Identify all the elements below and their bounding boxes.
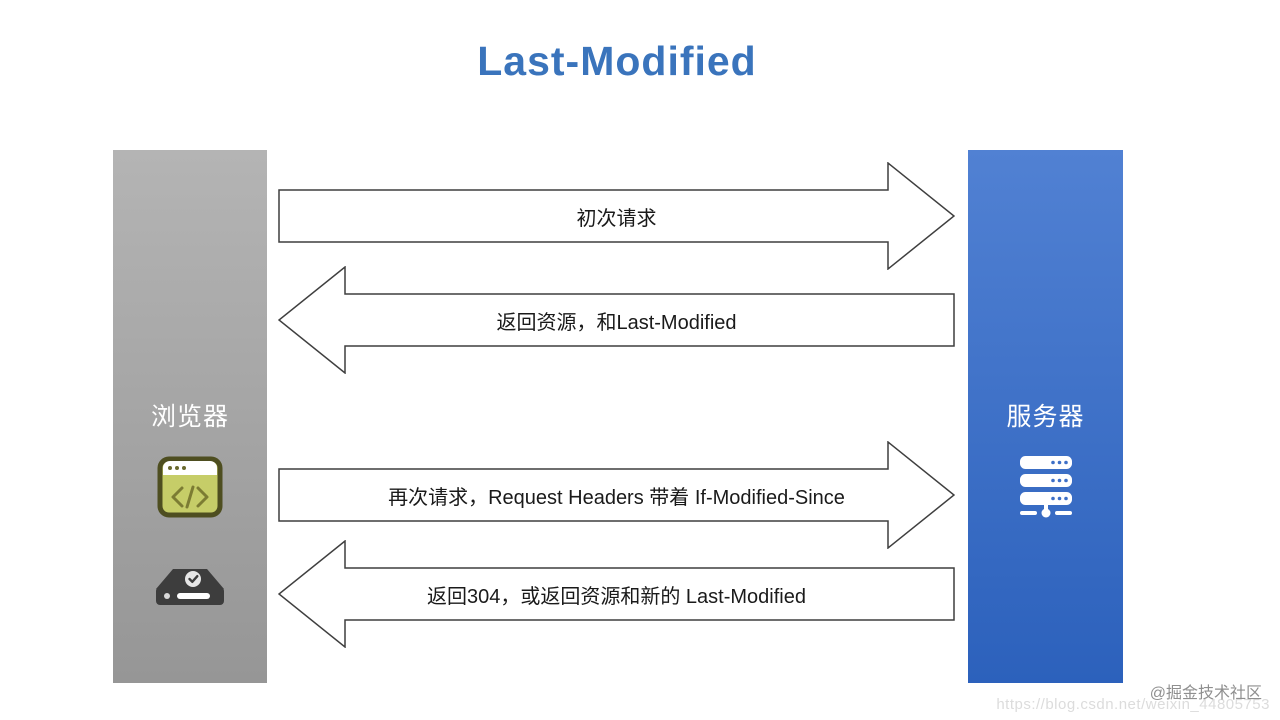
- watermark-community-handle: @掘金技术社区: [1149, 685, 1262, 702]
- arrow-return-304-label: 返回304，或返回资源和新的 Last-Modified: [427, 585, 806, 608]
- right-arrow-shape-icon: [278, 162, 955, 270]
- browser-window-code-icon: [157, 456, 223, 518]
- watermark-blog-url: https://blog.csdn.net/weixin_44805753: [996, 696, 1270, 713]
- arrow-initial-request-label: 初次请求: [576, 207, 657, 230]
- arrow-return-resource: 返回资源，和Last-Modified: [278, 266, 955, 374]
- left-arrow-shape-icon: [278, 540, 955, 648]
- server-column: 服务器: [968, 150, 1123, 683]
- arrow-second-request: 再次请求，Request Headers 带着 If-Modified-Sinc…: [278, 441, 955, 549]
- right-arrow-shape-icon: [278, 441, 955, 549]
- browser-column: 浏览器: [113, 150, 267, 683]
- server-column-label: 服务器: [1006, 403, 1085, 431]
- left-arrow-shape-icon: [278, 266, 955, 374]
- server-stack-network-icon: [1019, 456, 1072, 518]
- browser-column-label: 浏览器: [150, 403, 229, 431]
- hard-drive-check-icon: [156, 569, 224, 605]
- page-title: Last-Modified: [477, 38, 757, 84]
- arrow-initial-request: 初次请求: [278, 162, 955, 270]
- arrow-return-304: 返回304，或返回资源和新的 Last-Modified: [278, 540, 955, 648]
- arrow-return-resource-label: 返回资源，和Last-Modified: [496, 311, 737, 334]
- arrow-second-request-label: 再次请求，Request Headers 带着 If-Modified-Sinc…: [388, 486, 845, 509]
